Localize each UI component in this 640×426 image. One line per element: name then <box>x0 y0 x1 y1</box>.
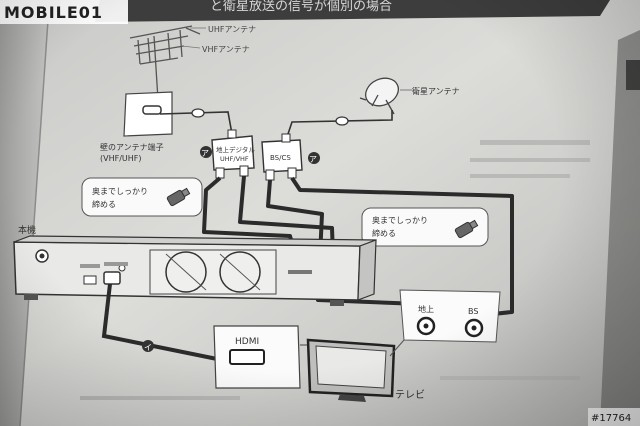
terrestrial-splitter-label-1: 地上デジタル <box>216 145 255 154</box>
svg-text:ア: ア <box>201 149 209 158</box>
tv-label: テレビ <box>395 389 425 401</box>
tighten-right-line2: 締める <box>372 228 396 238</box>
svg-text:イ: イ <box>144 343 152 352</box>
watermark-bar <box>0 0 128 24</box>
marker-a-right: ア <box>308 152 320 164</box>
faint-background-text <box>80 140 590 400</box>
terrestrial-antenna <box>129 25 201 101</box>
bscs-splitter-label: BS/CS <box>270 154 291 162</box>
right-page-edge <box>600 30 640 426</box>
recorder-device <box>13 235 377 306</box>
header-text: と衛星放送の信号が個別の場合 <box>210 0 392 14</box>
tighten-callout-left <box>81 177 203 217</box>
left-page-edge <box>0 20 48 426</box>
tighten-left-line1: 奥までしっかり <box>92 186 148 196</box>
header-band <box>95 0 610 22</box>
watermark-brand: MOBILE01 <box>4 3 103 22</box>
tighten-right-line1: 奥までしっかり <box>372 215 428 225</box>
satellite-antenna-label: 衛星アンテナ <box>412 86 460 96</box>
tv-input-bs-label: BS <box>468 307 478 316</box>
device-label: 本機 <box>18 224 36 236</box>
terrestrial-splitter-label-2: UHF/VHF <box>220 155 249 163</box>
bscs-splitter <box>261 133 303 181</box>
tv-input-terrestrial-label: 地上 <box>418 304 434 314</box>
satellite-dish <box>359 77 400 115</box>
tighten-left-line2: 締める <box>92 199 116 209</box>
svg-text:ア: ア <box>309 155 317 164</box>
vhf-antenna-label: VHFアンテナ <box>202 45 250 54</box>
photo-id: #17764 <box>591 413 631 424</box>
marker-i: イ <box>142 340 154 352</box>
tv-input-panel <box>389 289 501 357</box>
terrestrial-splitter <box>211 129 255 179</box>
hdmi-callout <box>213 325 320 389</box>
hdmi-port-label: HDMI <box>235 337 259 347</box>
hdmi-cable <box>101 283 223 362</box>
television <box>306 338 396 402</box>
photo-id-badge <box>588 408 640 426</box>
wall-terminal-label-1: 壁のアンテナ端子 <box>100 142 164 152</box>
uhf-antenna-label: UHFアンテナ <box>208 25 256 34</box>
wall-antenna-terminal <box>123 91 173 137</box>
wall-terminal-label-2: (VHF/UHF) <box>100 154 142 163</box>
marker-a-left: ア <box>200 146 212 158</box>
